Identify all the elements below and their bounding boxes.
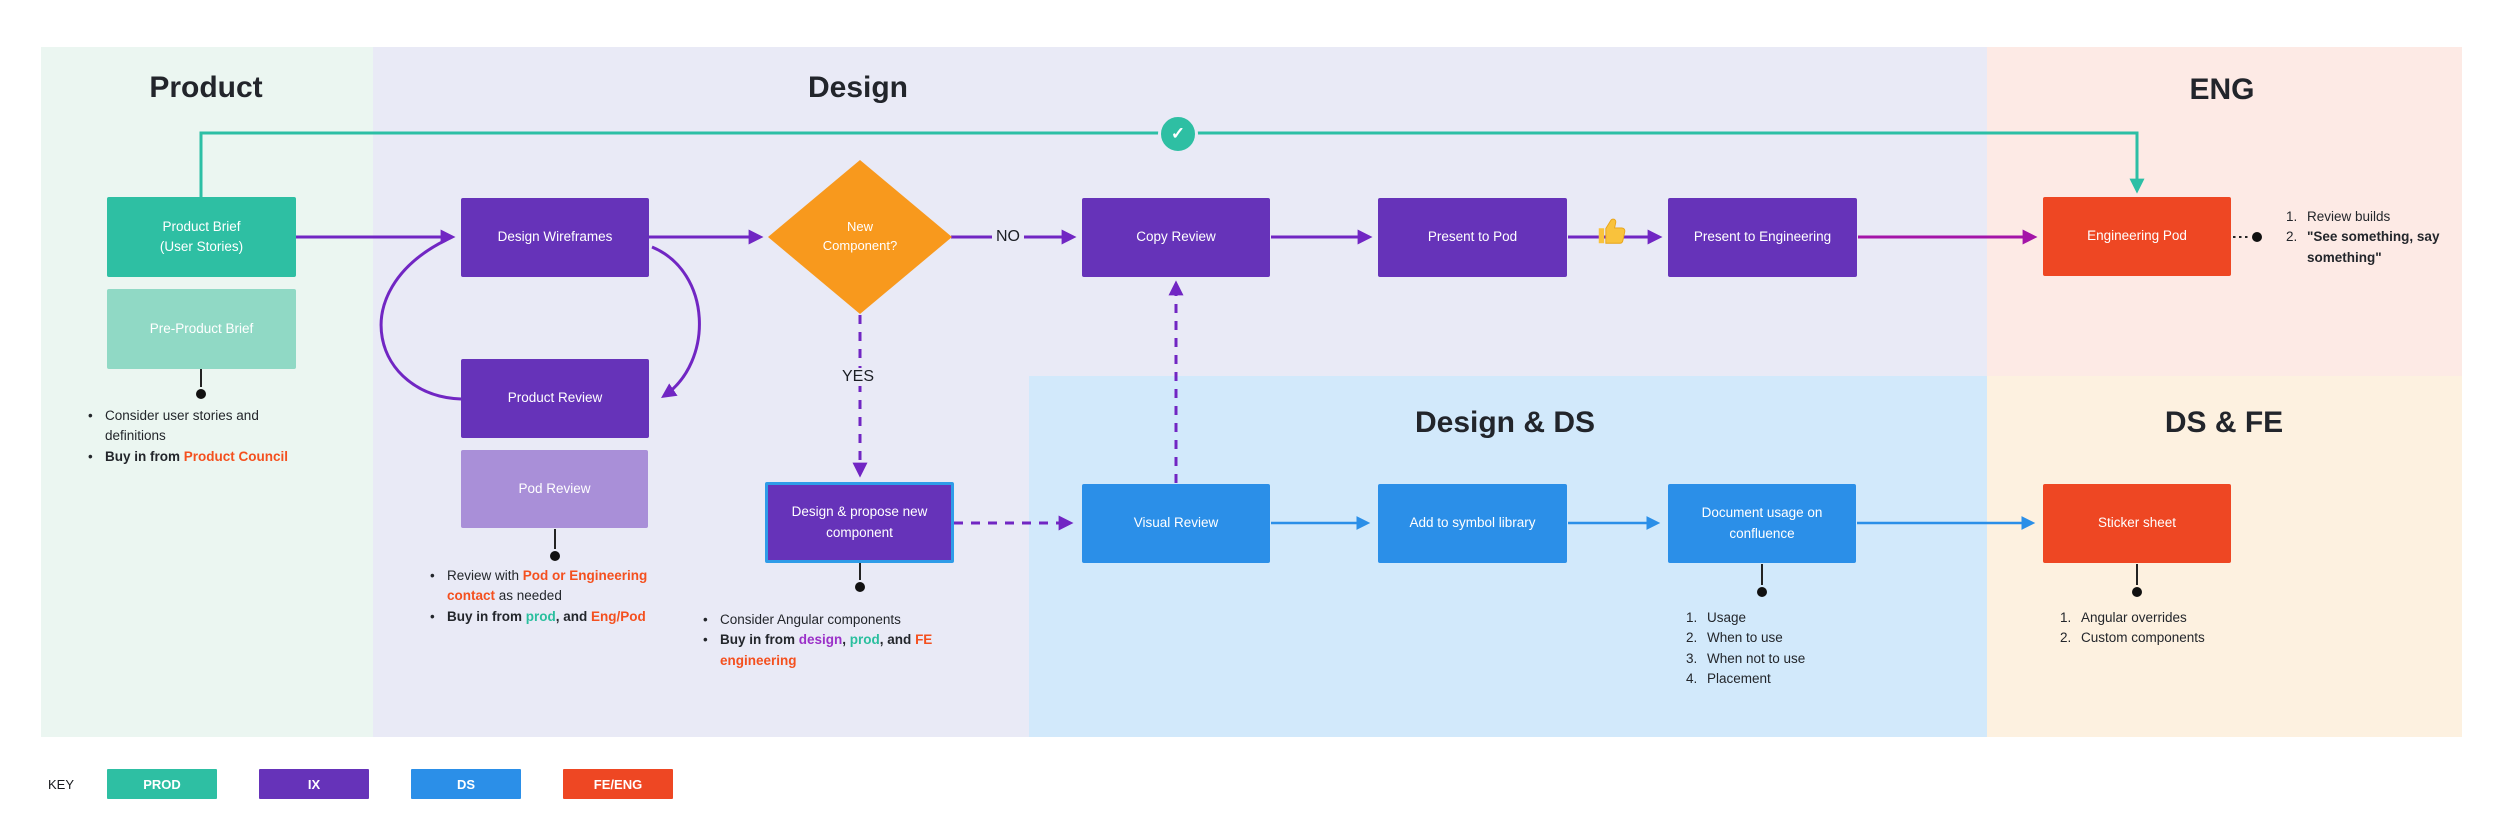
thumbs-up-icon <box>1595 213 1631 254</box>
product-notes: •Consider user stories and definitions •… <box>88 406 303 467</box>
node-engineering-pod[interactable]: Engineering Pod <box>2043 197 2231 276</box>
node-add-to-symbol-library[interactable]: Add to symbol library <box>1378 484 1567 563</box>
check-icon: ✓ <box>1158 114 1198 154</box>
sticker-sheet-notes: 1.Angular overrides 2.Custom components <box>2060 608 2280 649</box>
key-swatch-ds: DS <box>411 769 521 799</box>
key-swatch-fe-eng: FE/ENG <box>563 769 673 799</box>
lane-product <box>41 47 373 737</box>
branch-label-yes: YES <box>837 368 879 386</box>
pod-review-notes: •Review with Pod or Engineering contact … <box>430 566 667 627</box>
note-line: •Consider Angular components <box>703 612 901 627</box>
note-line: 2.Custom components <box>2060 630 2205 646</box>
key-swatch-prod: PROD <box>107 769 217 799</box>
key-label: KEY <box>48 777 75 792</box>
engineering-pod-notes: 1.Review builds 2."See something, say so… <box>2286 207 2468 268</box>
note-line: •Buy in from design, prod, and FE engine… <box>703 632 933 668</box>
note-line: 3.When not to use <box>1686 650 1806 666</box>
check-glyph: ✓ <box>1170 124 1186 143</box>
branch-label-no: NO <box>992 228 1024 246</box>
note-line: 2."See something, say something" <box>2286 229 2440 265</box>
note-line: 1.Usage <box>1686 610 1747 625</box>
note-line: 1.Angular overrides <box>2060 610 2187 625</box>
key-swatch-ix: IX <box>259 769 369 799</box>
note-line: •Buy in from prod, and Eng/Pod <box>430 608 646 624</box>
node-sticker-sheet[interactable]: Sticker sheet <box>2043 484 2231 563</box>
design-propose-notes: •Consider Angular components •Buy in fro… <box>703 610 955 671</box>
note-line: •Consider user stories and definitions <box>88 408 259 444</box>
document-usage-notes: 1.Usage 2.When to use 3.When not to use … <box>1686 608 1886 689</box>
node-design-propose-new-component[interactable]: Design & propose new component <box>765 482 954 563</box>
note-line: •Buy in from Product Council <box>88 448 289 464</box>
note-line: •Review with Pod or Engineering contact … <box>430 568 648 604</box>
note-line: 2.When to use <box>1686 630 1783 646</box>
lane-title-eng: ENG <box>2189 73 2255 106</box>
node-document-usage-confluence[interactable]: Document usage on confluence <box>1668 484 1856 563</box>
note-line: 4.Placement <box>1686 670 1771 686</box>
node-copy-review[interactable]: Copy Review <box>1082 198 1270 277</box>
node-design-wireframes[interactable]: Design Wireframes <box>461 198 649 277</box>
note-line: 1.Review builds <box>2286 209 2391 224</box>
lane-title-product: Product <box>149 71 263 104</box>
lane-title-design: Design <box>807 71 909 104</box>
lane-title-ds-fe: DS & FE <box>2164 406 2284 439</box>
node-pre-product-brief[interactable]: Pre-Product Brief <box>107 289 296 369</box>
node-present-to-engineering[interactable]: Present to Engineering <box>1668 198 1857 277</box>
node-visual-review[interactable]: Visual Review <box>1082 484 1270 563</box>
node-product-brief[interactable]: Product Brief (User Stories) <box>107 197 296 277</box>
node-pod-review[interactable]: Pod Review <box>461 450 648 528</box>
lane-title-design-ds: Design & DS <box>1414 406 1596 439</box>
node-present-to-pod[interactable]: Present to Pod <box>1378 198 1567 277</box>
node-product-review[interactable]: Product Review <box>461 359 649 438</box>
